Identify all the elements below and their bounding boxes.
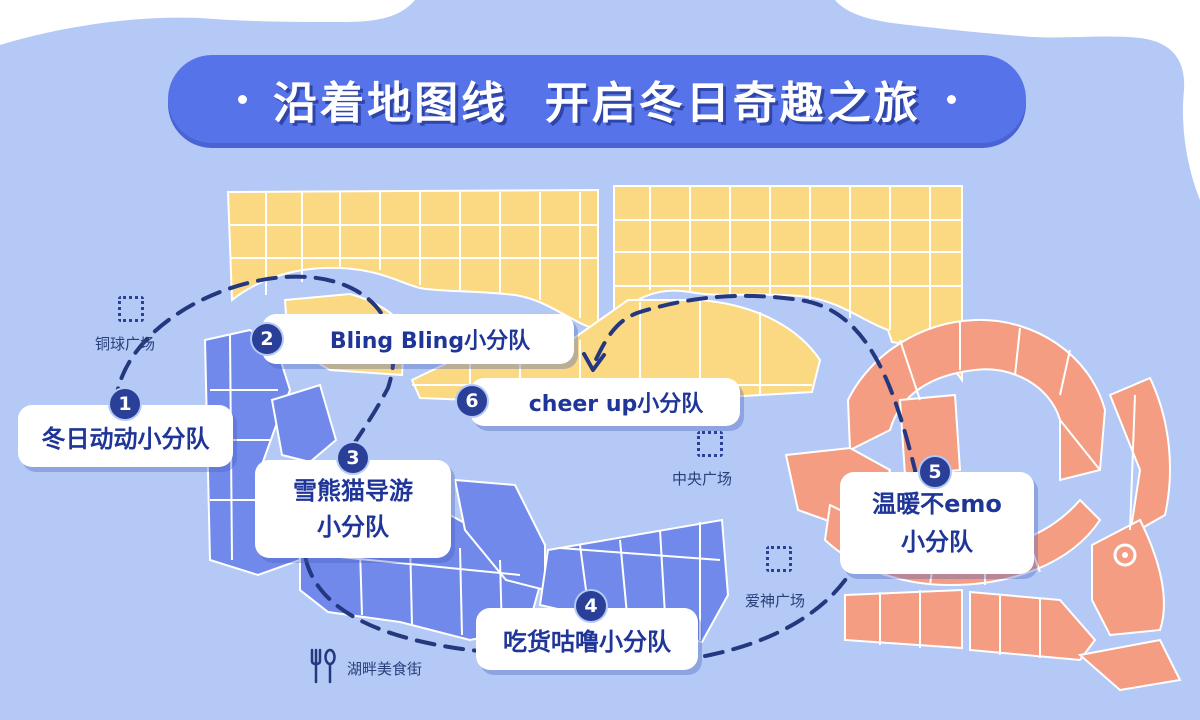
team-5-name-line1: 温暖不emo: [872, 490, 1002, 518]
cloud-top-right: [835, 0, 1200, 200]
team-2-card[interactable]: Bling Bling小分队: [262, 314, 574, 364]
team-2-name: Bling Bling小分队: [329, 329, 531, 354]
tongqiu-plaza-icon: [118, 296, 144, 322]
cloud-top-left: [0, 0, 415, 45]
zhongyang-plaza-label: 中央广场: [672, 470, 733, 488]
team-3-name-line2: 小分队: [317, 513, 389, 541]
team-5-card[interactable]: 温暖不emo 小分队: [840, 472, 1034, 574]
route-arrow-icon: [582, 352, 606, 372]
aishen-plaza-label: 爱神广场: [745, 592, 806, 610]
team-6-card[interactable]: cheer up小分队: [470, 378, 740, 426]
banner-title: 沿着地图线 开启冬日奇趣之旅: [273, 78, 921, 129]
aishen-plaza-icon: [766, 546, 792, 572]
title-banner: 沿着地图线 开启冬日奇趣之旅: [168, 55, 1026, 143]
team-5-name-line2: 小分队: [901, 528, 973, 556]
team-4-number: 4: [576, 591, 606, 621]
team-3-number: 3: [338, 443, 368, 473]
fork-spoon-icon: [310, 648, 336, 684]
team-6-number: 6: [457, 386, 487, 416]
team-3-card[interactable]: 雪熊猫导游 小分队: [255, 460, 451, 558]
tongqiu-plaza-label: 铜球广场: [95, 335, 156, 353]
team-4-name: 吃货咕噜小分队: [503, 627, 671, 656]
team-2-number: 2: [252, 324, 282, 354]
food-street-label: 湖畔美食街: [347, 660, 423, 678]
banner-dot-right: [946, 94, 956, 104]
team-6-name: cheer up小分队: [528, 392, 704, 417]
team-4-card[interactable]: 吃货咕噜小分队: [476, 608, 698, 670]
team-3-name-line1: 雪熊猫导游: [293, 477, 413, 505]
team-1-name: 冬日动动小分队: [41, 424, 210, 453]
team-1-number: 1: [110, 389, 140, 419]
zhongyang-plaza-icon: [697, 431, 723, 457]
team-5-number: 5: [920, 457, 950, 487]
banner-dot-left: [238, 94, 248, 104]
